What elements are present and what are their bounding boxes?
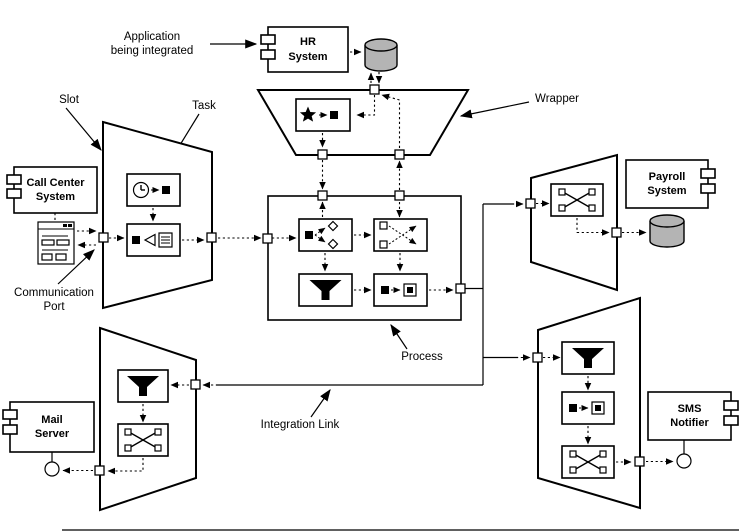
communication-port-arrow — [57, 249, 95, 285]
mapper-task-icon — [569, 401, 605, 415]
process-top-left-slot — [317, 190, 328, 201]
mail-wrapper-left-slot — [94, 465, 105, 476]
call-center-label: Call Center System — [26, 176, 85, 203]
sms-wrapper-left-slot — [532, 352, 543, 363]
task-label: Task — [192, 100, 216, 112]
wrapper-top-slot — [369, 84, 380, 95]
integration-link-arrow — [310, 389, 331, 418]
mail-server-label: Mail Server — [34, 413, 70, 440]
payroll-database-icon — [649, 214, 685, 248]
call-center-ui-icon — [37, 213, 75, 265]
payroll-wrapper-left-slot — [525, 198, 536, 209]
filter-task-icon — [127, 376, 159, 396]
translator-task-icon — [132, 232, 173, 248]
application-label: Application being integrated — [110, 31, 194, 58]
mapper-task-icon — [381, 283, 417, 297]
aggregator-task-icon — [379, 221, 417, 249]
payroll-wrapper-right-slot — [611, 227, 622, 238]
sms-notifier-label: SMS Notifier — [670, 402, 709, 429]
communication-port-label: Communication Port — [14, 287, 94, 314]
payroll-system-component — [625, 159, 716, 209]
call-center-wrapper — [98, 120, 217, 310]
wrapper-label: Wrapper — [535, 93, 579, 105]
wrapper-arrow — [459, 101, 530, 119]
join-task-icon — [558, 188, 596, 212]
communication-port-slot — [98, 232, 109, 243]
payroll-wrapper — [525, 153, 622, 292]
wrapper-bottom-right-slot — [394, 149, 405, 160]
filter-task-icon — [572, 348, 604, 368]
process-top-right-slot — [394, 190, 405, 201]
hr-db-wrapper-flows — [367, 72, 383, 84]
process-arrow — [390, 324, 408, 350]
wrapper-process-flows — [319, 160, 403, 190]
call-center-port-flows — [77, 227, 97, 249]
process-left-slot — [262, 233, 273, 244]
sms-wrapper-right-slot — [634, 456, 645, 467]
interface-lollipop-icon — [676, 453, 692, 469]
integration-link-label: Integration Link — [260, 419, 340, 431]
sms-wrapper — [532, 296, 645, 510]
process-label: Process — [401, 351, 443, 363]
join-task-icon — [569, 450, 607, 474]
mail-server-component — [2, 401, 95, 477]
router-task-icon — [305, 220, 339, 250]
hr-system-component — [260, 26, 349, 73]
payroll-label: Payroll System — [647, 170, 687, 197]
join-task-icon — [124, 428, 162, 452]
call-center-component — [6, 166, 98, 214]
slot-label: Slot — [59, 94, 79, 106]
hr-database-icon — [350, 38, 398, 72]
wrapper-right-slot — [206, 232, 217, 243]
integration-links — [62, 200, 739, 531]
slot-arrow — [65, 107, 102, 151]
hr-wrapper — [256, 84, 470, 160]
timer-task-icon — [132, 181, 170, 199]
wrapper-bottom-left-slot — [317, 149, 328, 160]
mail-wrapper — [94, 326, 201, 512]
interface-lollipop-icon — [44, 461, 60, 477]
sms-notifier-component — [647, 391, 739, 469]
mail-wrapper-right-slot — [190, 379, 201, 390]
process-box — [262, 190, 466, 321]
custom-task-icon — [299, 106, 338, 122]
filter-task-icon — [309, 280, 342, 300]
process-right-slot — [455, 283, 466, 294]
hr-system-label: HR System — [288, 36, 328, 63]
